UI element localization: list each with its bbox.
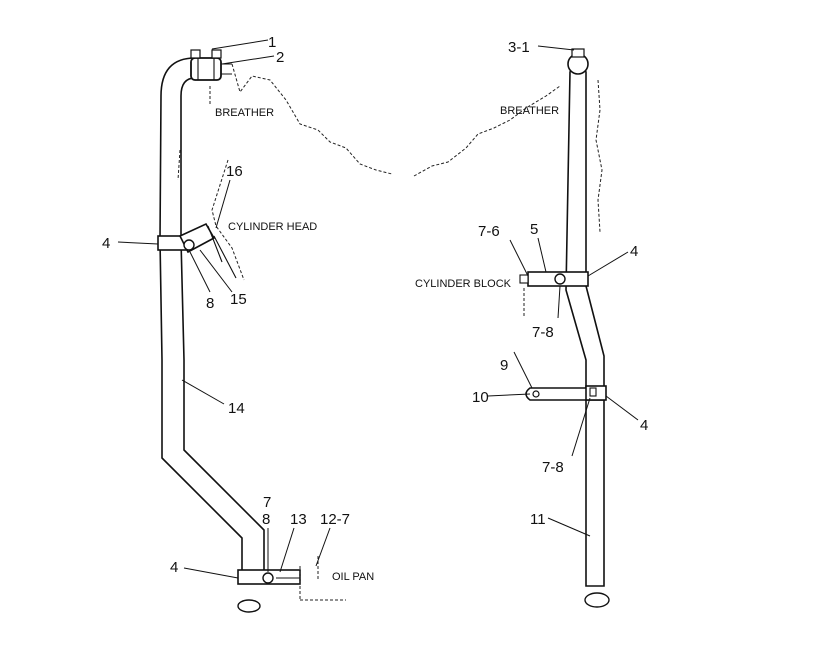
callout-4-right-lower: 4: [640, 417, 648, 434]
callout-7-8-upper: 7-8: [532, 324, 554, 341]
callout-8-left-upper: 8: [206, 295, 214, 312]
right-block-bolt: [554, 273, 566, 285]
callout-4-right-upper: 4: [630, 243, 638, 260]
callout-15: 15: [230, 291, 247, 308]
callout-1: 1: [268, 34, 276, 51]
label-breather-left: BREATHER: [215, 107, 274, 119]
label-oil-pan: OIL PAN: [332, 571, 374, 583]
left-oil-pan-bolt: [262, 572, 274, 584]
callout-11: 11: [530, 511, 546, 528]
callout-16: 16: [226, 163, 243, 180]
right-block-stud: [519, 274, 529, 284]
left-clamp-bolt: [183, 239, 195, 251]
left-engine-outline: [231, 63, 393, 175]
callout-12-7: 12-7: [320, 511, 350, 528]
right-bracket-hole: [532, 390, 540, 398]
right-breather-pipe: [565, 63, 605, 587]
callout-7-6: 7-6: [478, 223, 500, 240]
left-clamp-bolt-2: [211, 49, 222, 59]
left-pipe-end: [237, 599, 261, 613]
callout-7-left: 7: [263, 494, 271, 511]
left-breather-clamp: [190, 57, 222, 81]
callout-8-left-lower: 8: [262, 511, 270, 528]
callout-13: 13: [290, 511, 307, 528]
callout-4-left-lower: 4: [170, 559, 178, 576]
label-cylinder-block: CYLINDER BLOCK: [415, 278, 512, 290]
right-pipe-end: [584, 592, 610, 608]
right-assembly: [413, 45, 639, 608]
callout-3-1: 3-1: [508, 39, 530, 56]
callout-7-8-lower: 7-8: [542, 459, 564, 476]
left-clamp-bolt-1: [190, 49, 201, 59]
callout-2: 2: [276, 49, 284, 66]
callout-9: 9: [500, 357, 508, 374]
callout-14: 14: [228, 400, 245, 417]
right-lower-bolt: [589, 387, 597, 397]
right-breather-fitting: [571, 48, 585, 58]
callout-5: 5: [530, 221, 538, 238]
callout-10: 10: [472, 389, 489, 406]
callout-4-left-upper: 4: [102, 235, 110, 252]
right-engine-outline: [413, 85, 561, 177]
label-cylinder-head: CYLINDER HEAD: [228, 221, 317, 233]
left-assembly: [117, 39, 393, 613]
label-breather-right: BREATHER: [500, 105, 559, 117]
left-breather-pipe: [159, 57, 265, 573]
